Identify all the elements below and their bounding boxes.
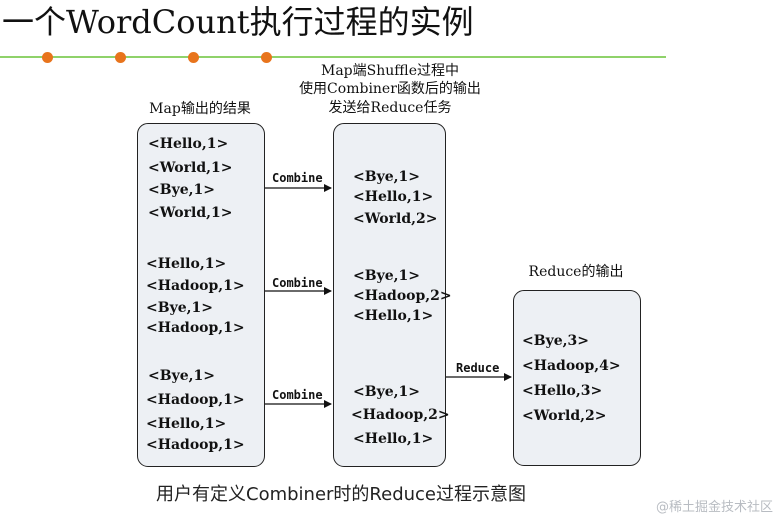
- map-entry: <Hadoop,1>: [146, 320, 245, 336]
- combiner-entry: <Hello,1>: [353, 189, 434, 205]
- bullet-dot: [115, 52, 126, 63]
- map-output-caption: Map输出的结果: [149, 101, 251, 117]
- combine-label: Combine: [272, 388, 323, 402]
- combiner-entry: <World,2>: [353, 211, 438, 227]
- map-entry: <Hadoop,1>: [146, 278, 245, 294]
- combine-label: Combine: [272, 171, 323, 185]
- page-title: 一个WordCount执行过程的实例: [2, 3, 474, 41]
- map-entry: <World,1>: [148, 205, 233, 221]
- map-entry: <Bye,1>: [148, 182, 215, 198]
- shuffle-caption-line: Map端Shuffle过程中: [321, 63, 459, 79]
- map-entry: <Hello,1>: [146, 416, 227, 432]
- shuffle-caption-line: 发送给Reduce任务: [328, 100, 452, 116]
- map-entry: <Bye,1>: [146, 300, 213, 316]
- map-entry: <Bye,1>: [148, 368, 215, 384]
- map-output-box: <Hello,1> <World,1> <Bye,1> <World,1> <H…: [137, 123, 265, 467]
- map-entry: <Hello,1>: [146, 256, 227, 272]
- bullet-dot: [188, 52, 199, 63]
- map-entry: <Hadoop,1>: [146, 437, 245, 453]
- bullet-dot: [42, 52, 53, 63]
- title-divider: [0, 56, 666, 58]
- combiner-entry: <Hadoop,2>: [353, 288, 452, 304]
- combiner-entry: <Hello,1>: [353, 308, 434, 324]
- combine-label: Combine: [272, 276, 323, 290]
- reduce-entry: <Hello,3>: [522, 383, 603, 399]
- combiner-entry: <Bye,1>: [353, 384, 420, 400]
- map-entry: <World,1>: [148, 160, 233, 176]
- shuffle-caption-line: 使用Combiner函数后的输出: [299, 81, 481, 97]
- combiner-entry: <Hadoop,2>: [351, 407, 450, 423]
- bullet-dot: [261, 52, 272, 63]
- reduce-output-caption: Reduce的输出: [528, 264, 624, 280]
- combiner-entry: <Hello,1>: [353, 431, 434, 447]
- reduce-entry: <Hadoop,4>: [522, 358, 621, 374]
- reduce-label: Reduce: [456, 361, 500, 375]
- watermark: @稀土掘金技术社区: [655, 500, 773, 515]
- map-entry: <Hadoop,1>: [146, 392, 245, 408]
- combiner-entry: <Bye,1>: [353, 169, 420, 185]
- figure-caption: 用户有定义Combiner时的Reduce过程示意图: [156, 484, 527, 505]
- reduce-entry: <Bye,3>: [522, 333, 589, 349]
- combiner-output-box: <Bye,1> <Hello,1> <World,2> <Bye,1> <Had…: [333, 123, 452, 467]
- combiner-entry: <Bye,1>: [353, 268, 420, 284]
- map-entry: <Hello,1>: [148, 136, 229, 152]
- reduce-output-box: <Bye,3> <Hadoop,4> <Hello,3> <World,2>: [513, 290, 641, 466]
- reduce-entry: <World,2>: [522, 408, 607, 424]
